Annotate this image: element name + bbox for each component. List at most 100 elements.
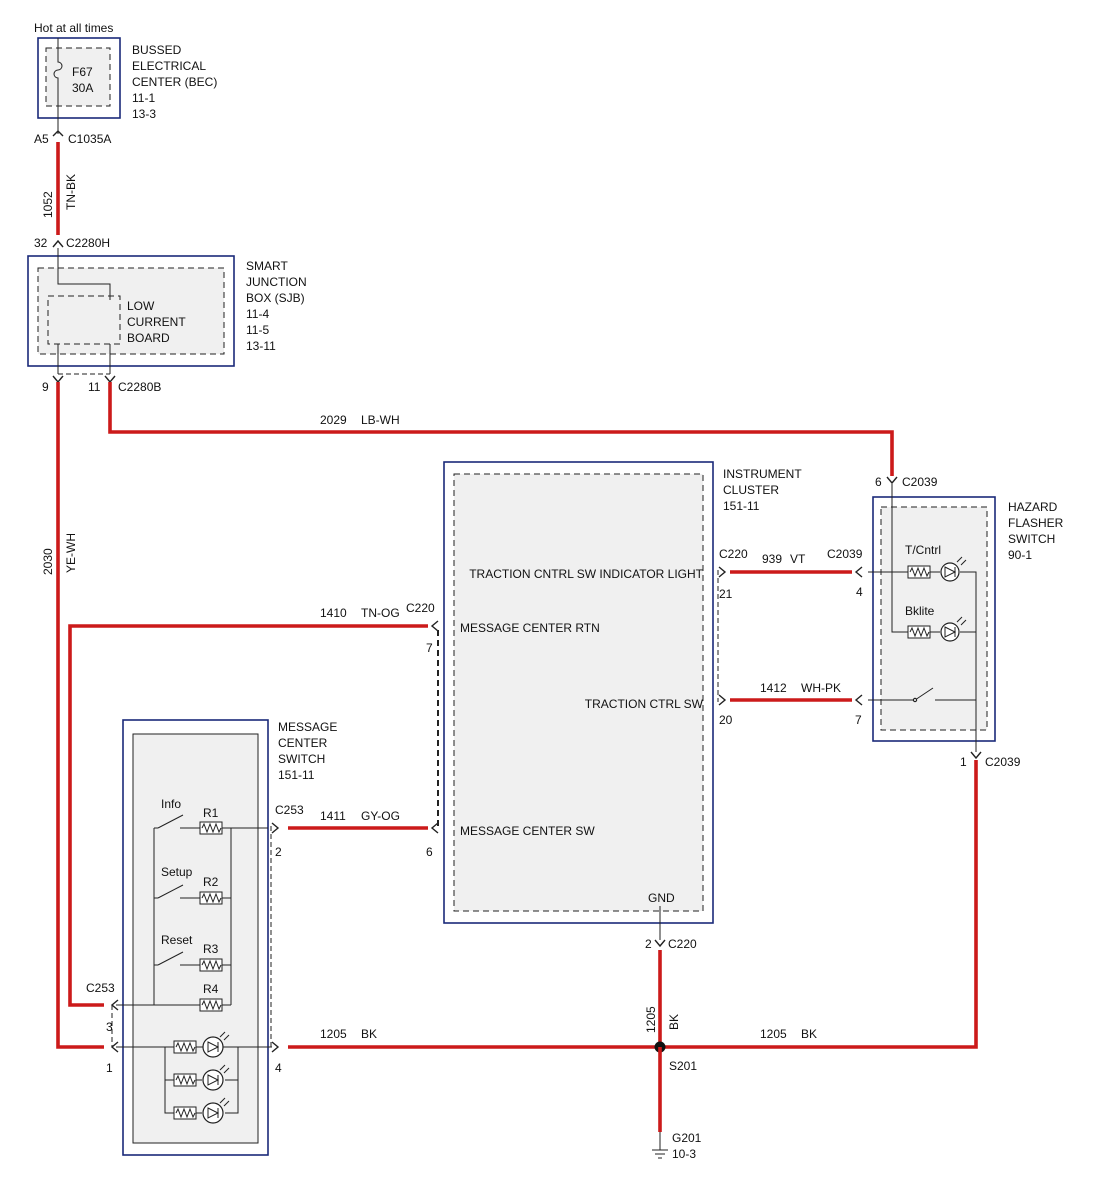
mcs-setup-switch-icon [157,884,184,899]
mcs-switch-info: Info [161,797,181,811]
c220-rtn-pin: 7 [426,641,433,655]
mcs-resistor-r4: R4 [203,982,219,996]
c220-tc-ind-pin: 21 [719,587,733,601]
mcs-r4-zigzag [201,999,222,1011]
wire-2030-circuit: 2030 [41,548,55,575]
wire-1412: 1412 WH-PK 20 7 [718,681,863,727]
connector-c2280b-pin-11: 11 [88,380,101,394]
c253-pin4: 4 [275,1061,282,1075]
connector-c2039-top: 6 C2039 [875,475,938,489]
low-current-board-line-2: CURRENT [127,315,186,329]
connector-c2039-bottom-name: C2039 [985,755,1021,769]
wire-1052: 1052 TN-BK [41,142,78,235]
connector-c253-pin3-chevron [110,999,119,1011]
connector-c220-gnd-pin: 2 [645,937,652,951]
wire-1205-left: 4 1205 BK [271,1027,660,1075]
mcs-resistor-r3: R3 [203,942,219,956]
mcs-reset-switch-icon [157,951,184,966]
bec-title-line-5: 13-3 [132,107,156,121]
hazard-outer-box [872,496,996,742]
connector-c1035a-pin: A5 [34,132,49,146]
wire-1052-circuit: 1052 [41,191,55,218]
c220-mcsw-chevron [430,822,439,834]
hazard-flasher-component: HAZARD FLASHER SWITCH 90-1 T/Cntrl Bklit… [868,484,1064,752]
connector-c253-left-name: C253 [86,981,115,995]
wire-2029-circuit: 2029 [320,413,347,427]
c220-tc-ind-chevron [718,566,727,578]
mcs-lamp1-icon [202,1036,224,1058]
sjb-outer-box [27,255,235,367]
connector-c2280h: 32 C2280H [34,236,110,250]
connector-c2280b-name: C2280B [118,380,161,394]
mcs-title-line-1: MESSAGE [278,720,337,734]
ground-g201-name: G201 [672,1131,702,1145]
fuse-icon [53,38,63,134]
wire-1410-color: TN-OG [361,606,400,620]
wire-1411-color: GY-OG [361,809,400,823]
mcs-r2-zigzag [201,892,222,904]
mcs-lamp1-led-symbol [207,1031,230,1053]
wire-1205-left-circuit: 1205 [320,1027,347,1041]
c220-tc-ind-name: C220 [719,547,748,561]
connector-c253-pin1-chevron [110,1041,119,1053]
hazard-bk-rays-icon [956,616,967,626]
wire-1205-vertical: 1205 BK [644,950,681,1047]
wire-1052-color: TN-BK [64,174,78,210]
c2039-tc-ind-pin: 4 [856,585,863,599]
c253-mcsw-name: C253 [275,803,304,817]
cluster-pin-gnd: GND [648,891,675,905]
mcs-lamp3-led-symbol [207,1097,230,1119]
wire-1205-vertical-circuit: 1205 [644,1006,658,1033]
message-center-switch-component: MESSAGE CENTER SWITCH 151-11 Info Setup … [116,719,337,1156]
wire-1410-circuit: 1410 [320,606,347,620]
bec-title-line-1: BUSSED [132,43,182,57]
mcs-lamp3-icon [202,1102,224,1124]
sjb-title-line-2: JUNCTION [246,275,307,289]
sjb-title-line-1: SMART [246,259,288,273]
wire-939-circuit: 939 [762,552,782,566]
hot-at-all-times-label: Hot at all times [34,21,113,35]
mcs-switch-reset: Reset [161,933,193,947]
cluster-outer-box [443,461,714,924]
connector-c220-gnd: 2 C220 [645,906,697,951]
mcs-switch-setup: Setup [161,865,193,879]
hazard-feed-line [891,484,908,633]
connector-c2280b: 9 11 C2280B [42,373,161,394]
wire-939-color: VT [790,552,806,566]
wire-2030-line [56,382,104,1049]
bec-inner-box [45,47,111,107]
connector-c253-left: C253 3 1 [86,981,119,1075]
wire-2030: 2030 YE-WH [41,382,104,1049]
wire-1410: 1410 TN-OG C220 7 [68,601,439,1007]
mcs-r1-zigzag [201,822,222,834]
sjb-title-line-5: 11-5 [246,323,269,337]
hazard-bk-led-symbol [944,626,957,638]
sjb-component: LOW CURRENT BOARD SMART JUNCTION BOX (SJ… [27,248,307,374]
mcs-lamp1-resistor-zigzag [175,1041,196,1053]
hazard-lamp1-label: T/Cntrl [905,543,941,557]
mcs-lamp3-resistor-zigzag [175,1107,196,1119]
c2039-tc-ind-chevron [854,566,863,578]
wire-1205-right-line [660,760,978,1049]
sjb-title-line-3: BOX (SJB) [246,291,305,305]
hazard-title-line-3: SWITCH [1008,532,1055,546]
hazard-switch-contact-icon [912,697,918,703]
c2039-tc-ind-name: C2039 [827,547,863,561]
connector-c2280b-pin-9: 9 [42,380,49,394]
wire-1411: 1411 GY-OG C253 2 6 [271,803,439,859]
splice-s201-name: S201 [669,1059,697,1073]
c2039-tcsw-pin: 7 [855,713,862,727]
wire-1205-left-color: BK [361,1027,377,1041]
mcs-outer-box [122,719,269,1156]
c220-rtn-name: C220 [406,601,435,615]
hazard-title-line-2: FLASHER [1008,516,1064,530]
c220-mcsw-pin: 6 [426,845,433,859]
cluster-title-line-2: CLUSTER [723,483,779,497]
cluster-pin-tc-sw: TRACTION CTRL SW [585,697,704,711]
hazard-title-line-1: HAZARD [1008,500,1058,514]
fuse-rating: 30A [72,81,93,95]
c220-tcsw-pin: 20 [719,713,733,727]
wire-1205-right-color: BK [801,1027,817,1041]
connector-c1035a-name: C1035A [68,132,111,146]
